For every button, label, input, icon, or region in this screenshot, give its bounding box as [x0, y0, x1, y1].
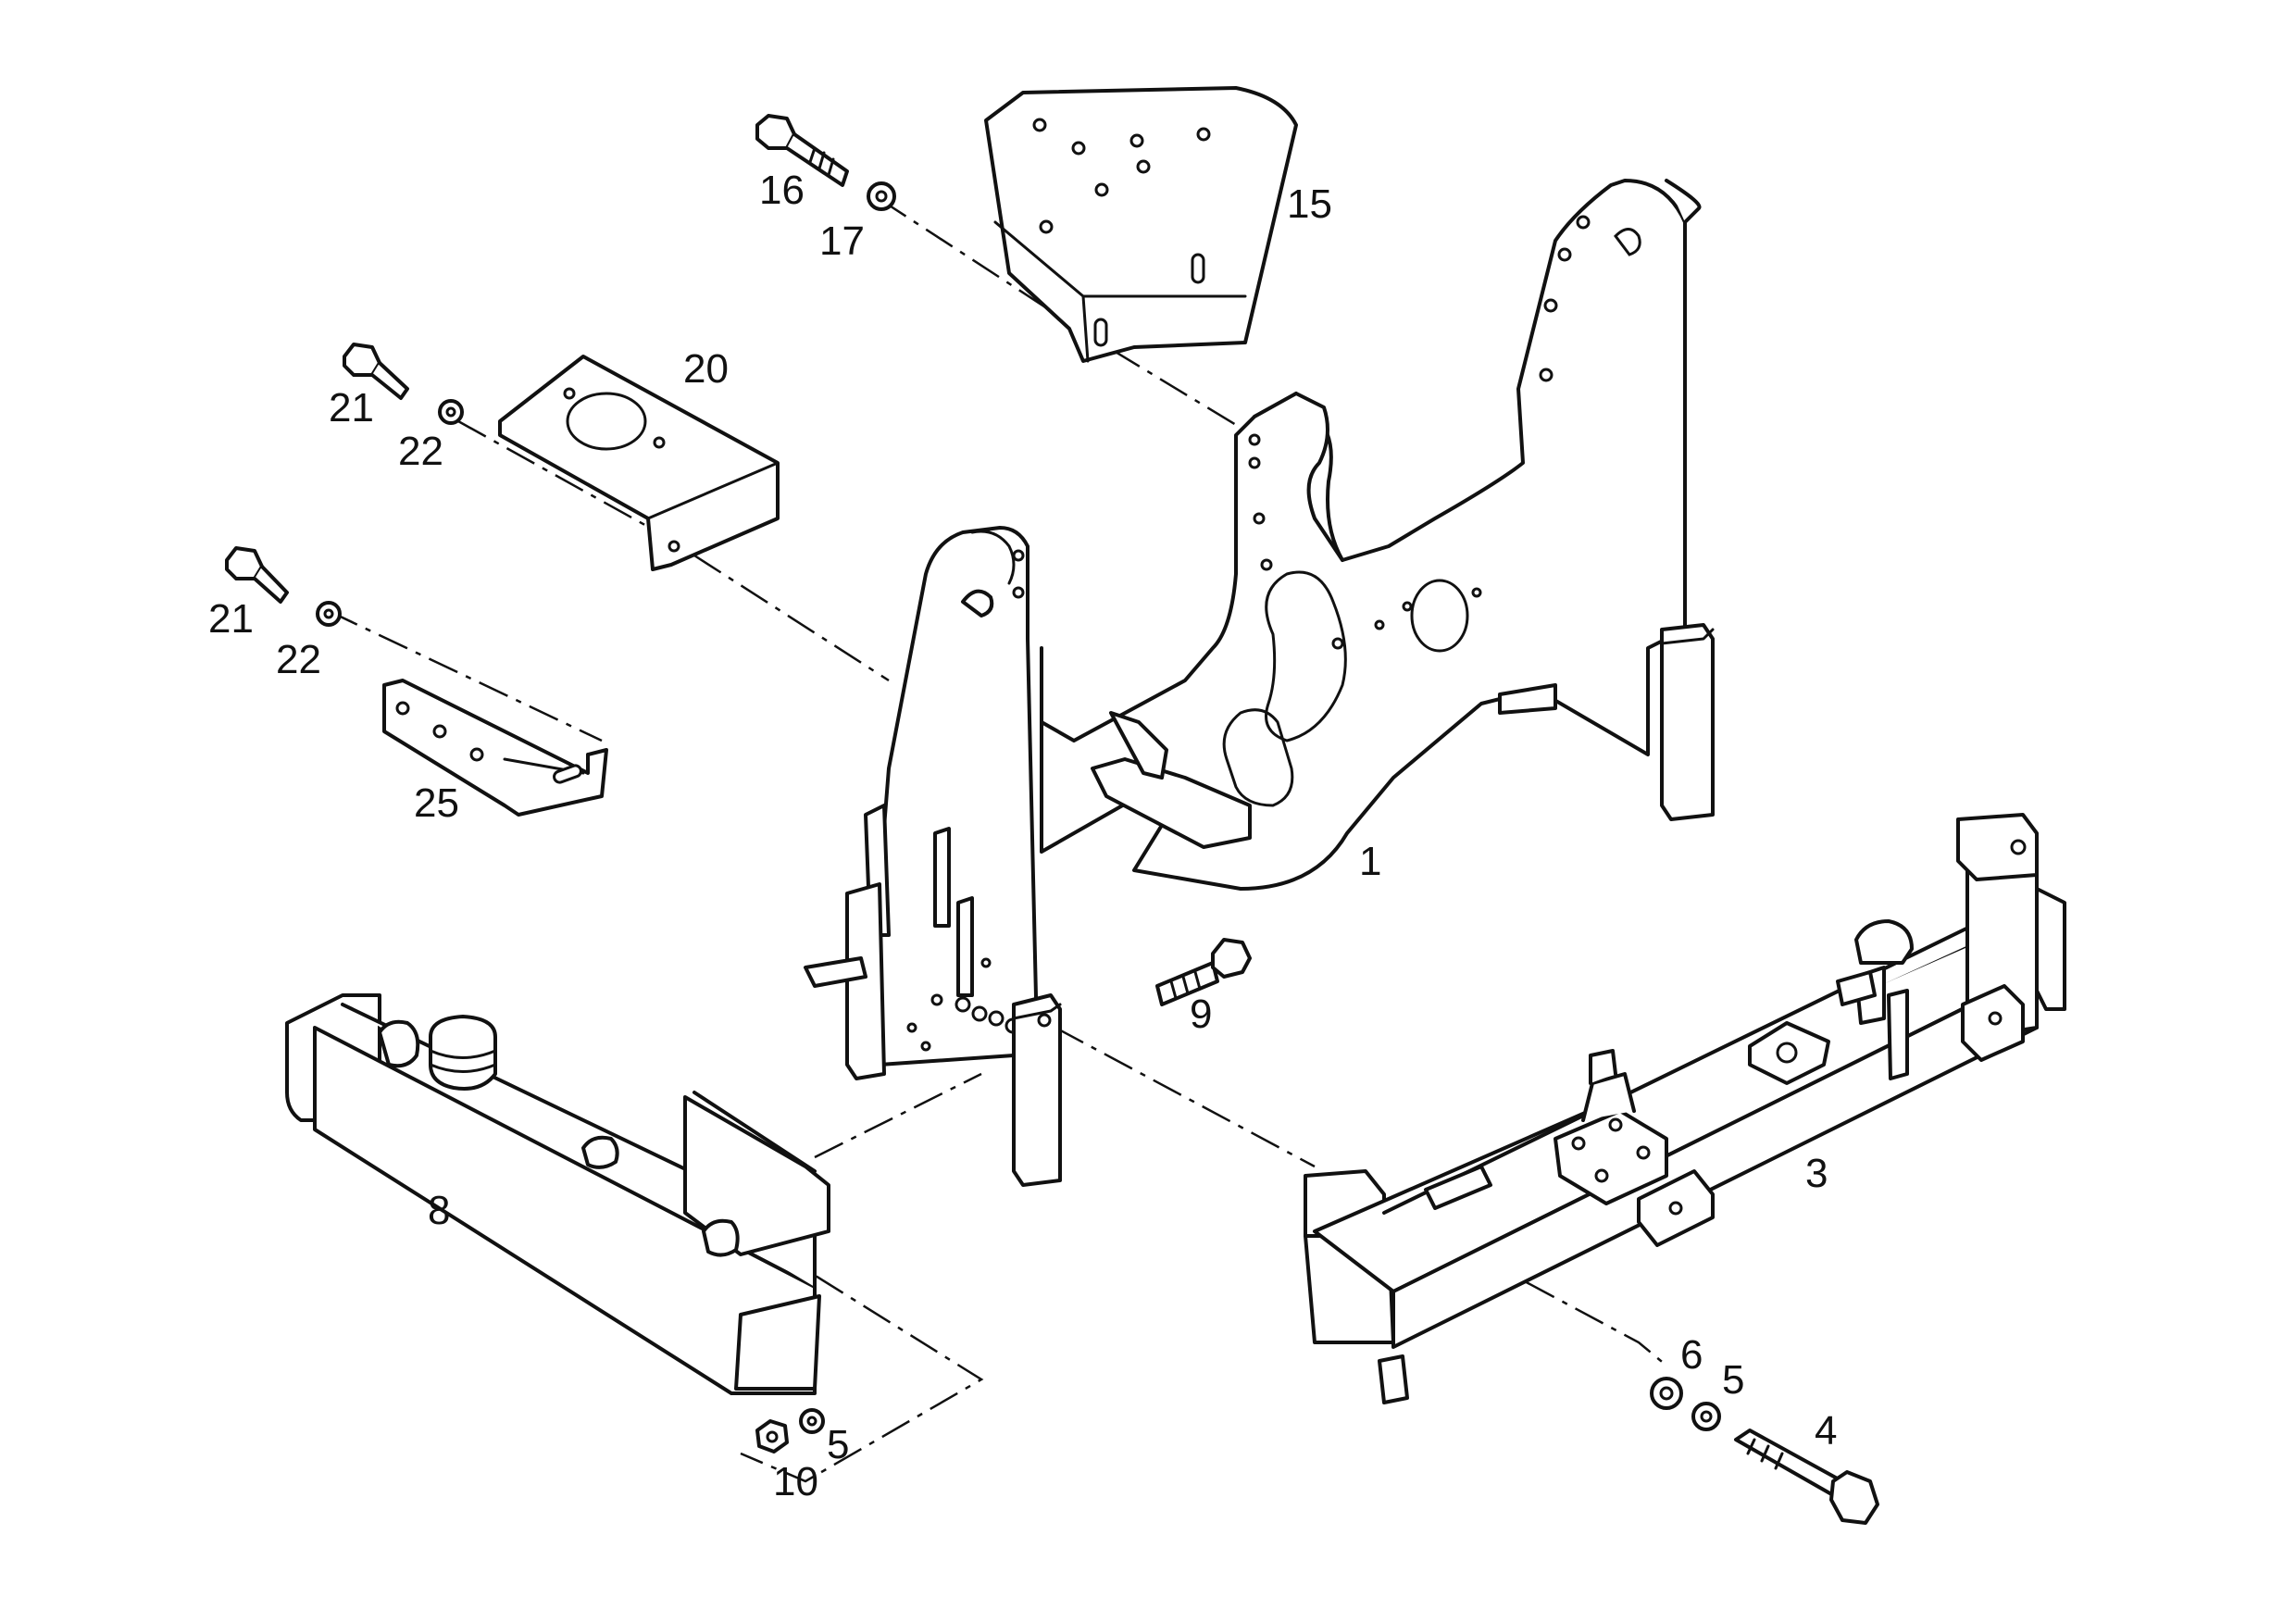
part-21-bolt-lower [225, 546, 289, 604]
callout-8: 8 [428, 1188, 450, 1233]
part-21-bolt-upper [343, 343, 409, 400]
part-25-angle-bracket [382, 679, 608, 817]
part-17-washer [867, 181, 896, 211]
part-16-bolt [755, 114, 849, 187]
callout-21-upper: 21 [329, 385, 374, 430]
part-8-front-bar [285, 993, 830, 1395]
part-9-bolt [1155, 938, 1252, 1006]
part-6-washer [1650, 1377, 1683, 1410]
callout-25: 25 [414, 780, 459, 826]
part-20-bracket [498, 355, 780, 571]
callout-16: 16 [759, 168, 805, 213]
callout-9: 9 [1190, 992, 1212, 1037]
callout-15: 15 [1287, 181, 1332, 227]
callout-4: 4 [1815, 1408, 1837, 1454]
callout-5-right: 5 [1722, 1357, 1744, 1403]
part-1-main-frame [1040, 179, 1715, 891]
callout-6: 6 [1680, 1332, 1703, 1378]
callout-21-lower: 21 [208, 596, 254, 642]
part-5-washer-left [799, 1408, 825, 1434]
part-22-washer-lower [316, 601, 342, 627]
part-4-bolt [1734, 1429, 1879, 1525]
callout-10: 10 [773, 1459, 818, 1504]
part-1-front-plate [804, 526, 1062, 1187]
part-3-cross-member [1304, 813, 2066, 1404]
callout-3: 3 [1805, 1151, 1828, 1196]
callout-17: 17 [819, 218, 865, 264]
part-15-mounting-plate [984, 86, 1298, 363]
part-10-nut [755, 1419, 789, 1454]
callout-22-upper: 22 [398, 429, 443, 474]
callout-5-left: 5 [827, 1422, 849, 1467]
part-22-washer-upper [438, 399, 464, 425]
callout-20: 20 [683, 346, 729, 392]
callout-1: 1 [1359, 839, 1381, 884]
callout-labels: 1 3 4 5 6 5 8 9 10 15 16 17 20 21 22 21 … [208, 168, 1837, 1504]
callout-22-lower: 22 [276, 637, 321, 682]
part-5-washer-right [1691, 1402, 1721, 1431]
